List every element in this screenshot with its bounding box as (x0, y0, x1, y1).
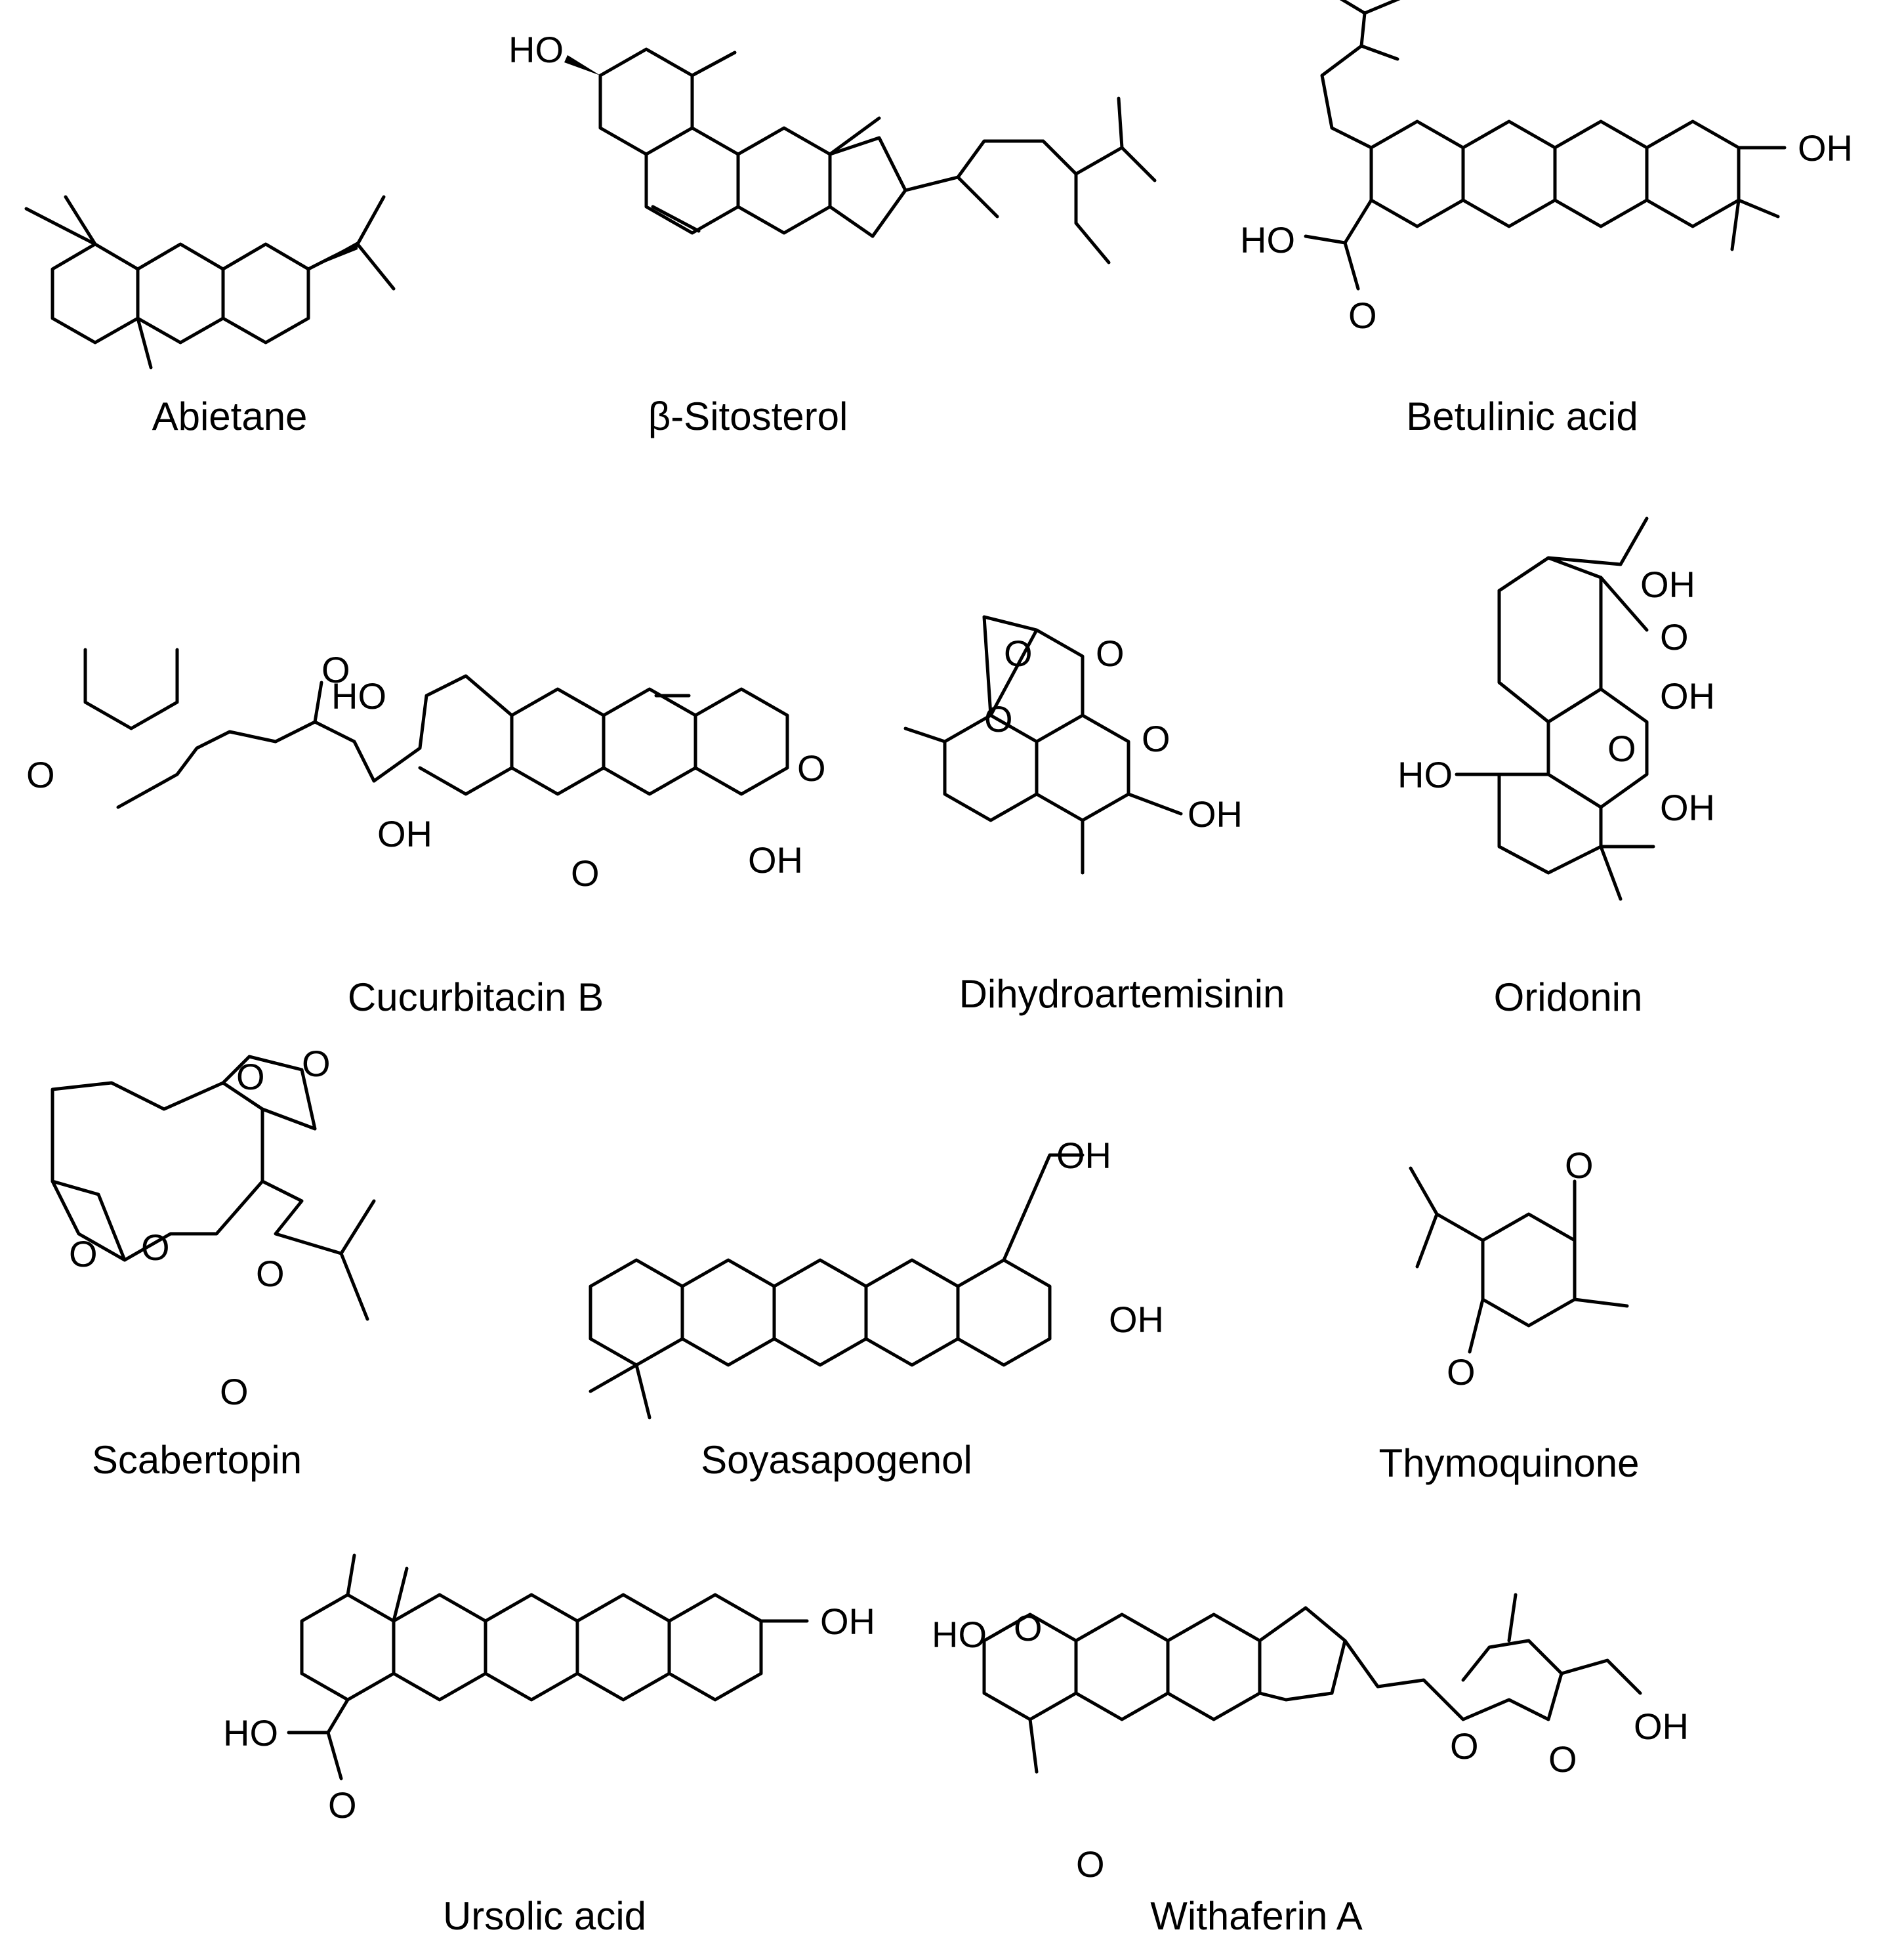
structure-thymoquinone: O O (1409, 1145, 1629, 1393)
structure-beta-sitosterol: HO (508, 29, 1157, 264)
atom-label-o: O (1565, 1145, 1594, 1186)
structure-soyasapogenol: OH OH (589, 1135, 1164, 1420)
atom-label-o: O (1096, 633, 1125, 674)
compound-name-thymoquinone: Thymoquinone (1379, 1441, 1640, 1485)
atom-label-o: O (328, 1784, 357, 1826)
compound-name-abietane: Abietane (152, 394, 308, 438)
structure-betulinic-acid: OH HO O (1240, 0, 1853, 336)
atom-label-o: O (1348, 295, 1377, 336)
atom-label-o: O (141, 1227, 170, 1268)
atom-label-o: O (1004, 633, 1033, 674)
structure-scabertopin: O O O O O O (51, 1043, 376, 1412)
atom-label-o: O (1607, 728, 1636, 769)
atom-label-o: O (1014, 1607, 1043, 1649)
atom-label-oh: OH (1188, 793, 1243, 835)
atom-label-o: O (797, 747, 826, 789)
atom-label-o: O (302, 1043, 331, 1084)
atom-label-ho: HO (1240, 219, 1295, 261)
atom-label-ho: HO (508, 29, 564, 70)
atom-label-ho: HO (932, 1614, 987, 1655)
compound-name-oridonin: Oridonin (1494, 975, 1643, 1019)
compound-name-withaferin-a: Withaferin A (1150, 1894, 1362, 1938)
atom-label-oh: OH (1798, 127, 1853, 169)
atom-label-o: O (1447, 1351, 1476, 1393)
atom-label-ho: HO (331, 675, 386, 717)
atom-label-o: O (1142, 718, 1170, 759)
compound-name-dihydroartemisinin: Dihydroartemisinin (959, 972, 1285, 1016)
atom-label-o: O (256, 1253, 285, 1294)
structure-abietane (24, 195, 396, 369)
structure-oridonin: OH O OH O HO OH (1397, 516, 1715, 901)
atom-label-o: O (571, 852, 600, 894)
compound-name-scabertopin: Scabertopin (92, 1438, 302, 1482)
atom-label-o: O (1660, 616, 1689, 658)
atom-label-o: O (236, 1056, 265, 1097)
compound-name-ursolic-acid: Ursolic acid (443, 1894, 646, 1938)
atom-label-oh: OH (377, 813, 432, 854)
structure-withaferin-a: HO O O O O OH (932, 1593, 1689, 1885)
atom-label-oh: OH (1640, 564, 1695, 605)
atom-label-o: O (1450, 1725, 1479, 1767)
atom-label-o: O (220, 1371, 249, 1412)
atom-label-o: O (69, 1233, 98, 1274)
atom-label-oh: OH (1660, 787, 1715, 828)
compound-name-betulinic-acid: Betulinic acid (1406, 394, 1638, 438)
atom-label-o: O (26, 754, 55, 795)
atom-label-oh: OH (1109, 1299, 1164, 1340)
structure-dihydroartemisinin: O O O O OH (903, 615, 1243, 875)
atom-label-ho: HO (223, 1712, 278, 1754)
atom-label-oh: OH (1634, 1706, 1689, 1747)
compound-name-beta-sitosterol: β-Sitosterol (648, 394, 848, 438)
atom-label-o: O (321, 649, 350, 690)
atom-label-oh: OH (748, 839, 803, 881)
compound-name-soyasapogenol: Soyasapogenol (701, 1438, 972, 1482)
atom-label-o: O (1548, 1738, 1577, 1780)
atom-label-o: O (984, 698, 1013, 740)
atom-label-o: O (1076, 1843, 1105, 1885)
atom-label-oh: OH (1056, 1135, 1111, 1176)
atom-label-oh: OH (1660, 675, 1715, 717)
atom-label-oh: OH (820, 1601, 875, 1642)
structure-ursolic-acid: OH HO O (223, 1553, 875, 1826)
structure-cucurbitacin-b: O O HO OH O O OH (26, 648, 826, 894)
atom-label-ho: HO (1397, 754, 1453, 795)
compound-name-cucurbitacin-b: Cucurbitacin B (348, 975, 604, 1019)
